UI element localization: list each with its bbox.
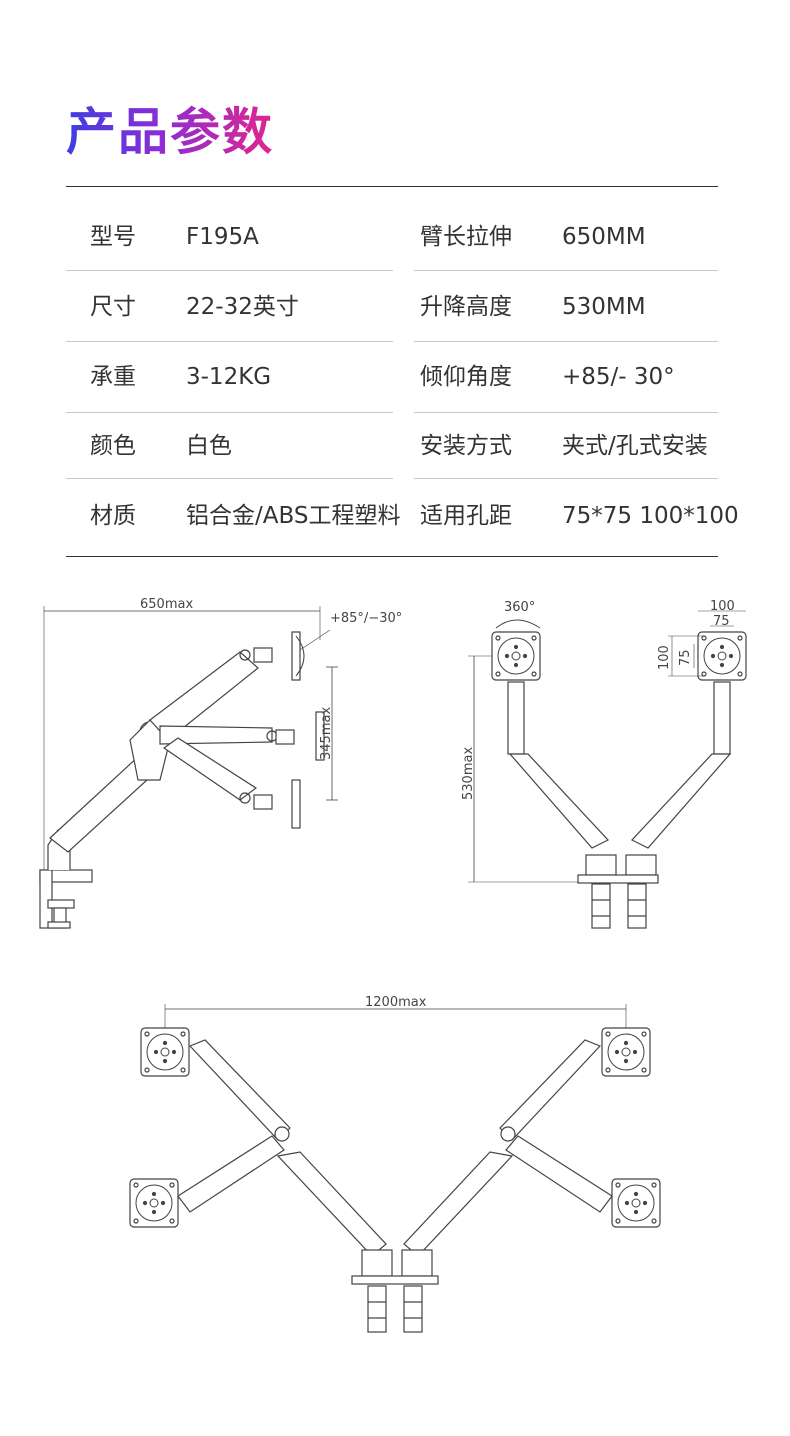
spec-label: 材质 — [90, 503, 136, 529]
product-line-drawings: 650max +85°/−30° 345max 360° 100 — [39, 597, 747, 1333]
page-title: 产品参数 — [66, 92, 274, 164]
spec-value: 铝合金/ABS工程塑料 — [186, 503, 401, 529]
hole-100-vertical-label: 100 — [657, 645, 672, 670]
spec-label: 倾仰角度 — [420, 364, 512, 390]
spec-value: 夹式/孔式安装 — [562, 433, 708, 459]
spec-label: 型号 — [90, 224, 136, 250]
spec-value: 530MM — [562, 294, 646, 320]
spec-value: F195A — [186, 224, 259, 250]
row-divider — [414, 478, 718, 479]
row-divider — [66, 270, 393, 271]
hole-75-horizontal-label: 75 — [713, 614, 730, 629]
rotation-label: 360° — [504, 600, 535, 615]
tilt-label: +85°/−30° — [330, 611, 402, 626]
row-divider — [414, 270, 718, 271]
spec-label: 安装方式 — [420, 433, 512, 459]
spec-label: 升降高度 — [420, 294, 512, 320]
side-view-drawing — [39, 606, 338, 929]
spec-label: 适用孔距 — [420, 503, 512, 529]
spec-value: 白色 — [186, 433, 232, 459]
row-divider — [66, 478, 393, 479]
row-divider — [66, 412, 393, 413]
spec-label: 尺寸 — [90, 294, 136, 320]
row-divider — [414, 412, 718, 413]
spec-value: +85/- 30° — [562, 364, 675, 390]
hole-75-vertical-label: 75 — [678, 649, 693, 666]
table-bottom-rule — [66, 556, 718, 557]
spec-label: 承重 — [90, 364, 136, 390]
span-label: 1200max — [365, 995, 427, 1010]
spec-label: 颜色 — [90, 433, 136, 459]
lift-height-label: 530max — [461, 747, 476, 800]
table-top-rule — [66, 186, 718, 187]
spec-value: 75*75 100*100 — [562, 503, 739, 529]
row-divider — [414, 341, 718, 342]
top-view-drawing — [129, 1004, 661, 1333]
hole-100-horizontal-label: 100 — [710, 599, 735, 614]
row-divider — [66, 341, 393, 342]
arm-length-label: 650max — [140, 597, 193, 612]
spec-value: 3-12KG — [186, 364, 272, 390]
spec-value: 650MM — [562, 224, 646, 250]
height-range-label: 345max — [319, 707, 334, 760]
spec-label: 臂长拉伸 — [420, 224, 512, 250]
front-view-drawing — [468, 610, 747, 929]
spec-value: 22-32英寸 — [186, 294, 299, 320]
